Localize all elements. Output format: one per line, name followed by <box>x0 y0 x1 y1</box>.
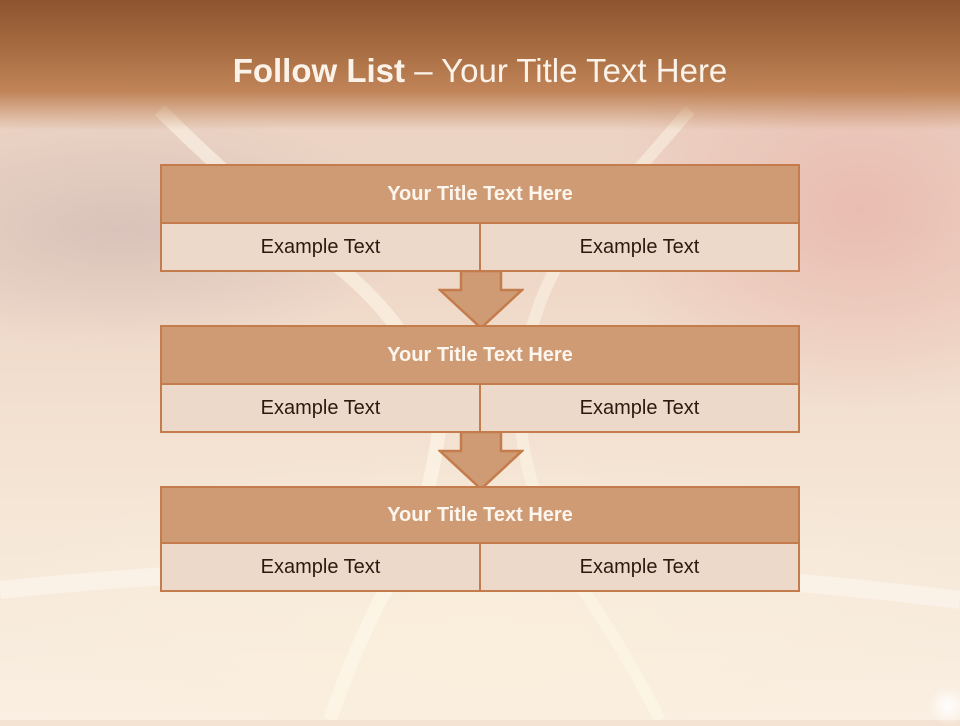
list-block-2[interactable]: Your Title Text Here Example Text Exampl… <box>160 325 800 433</box>
block-cell-right[interactable]: Example Text <box>479 544 798 590</box>
block-cell-right[interactable]: Example Text <box>479 385 798 431</box>
block-cell-left[interactable]: Example Text <box>162 224 479 270</box>
light-glow <box>928 686 960 726</box>
block-title[interactable]: Your Title Text Here <box>162 166 798 224</box>
down-arrow-icon <box>438 431 524 491</box>
list-block-3[interactable]: Your Title Text Here Example Text Exampl… <box>160 486 800 592</box>
slide-title-bold: Follow List <box>232 52 406 89</box>
slide-title-rest: – Your Title Text Here <box>414 52 728 89</box>
block-cell-left[interactable]: Example Text <box>162 385 479 431</box>
slide-title: Follow List – Your Title Text Here <box>0 52 960 90</box>
down-arrow-icon <box>438 270 524 330</box>
block-cell-left[interactable]: Example Text <box>162 544 479 590</box>
block-title[interactable]: Your Title Text Here <box>162 327 798 385</box>
list-block-1[interactable]: Your Title Text Here Example Text Exampl… <box>160 164 800 272</box>
slide-header-band <box>0 0 960 130</box>
block-title[interactable]: Your Title Text Here <box>162 488 798 544</box>
block-cell-right[interactable]: Example Text <box>479 224 798 270</box>
